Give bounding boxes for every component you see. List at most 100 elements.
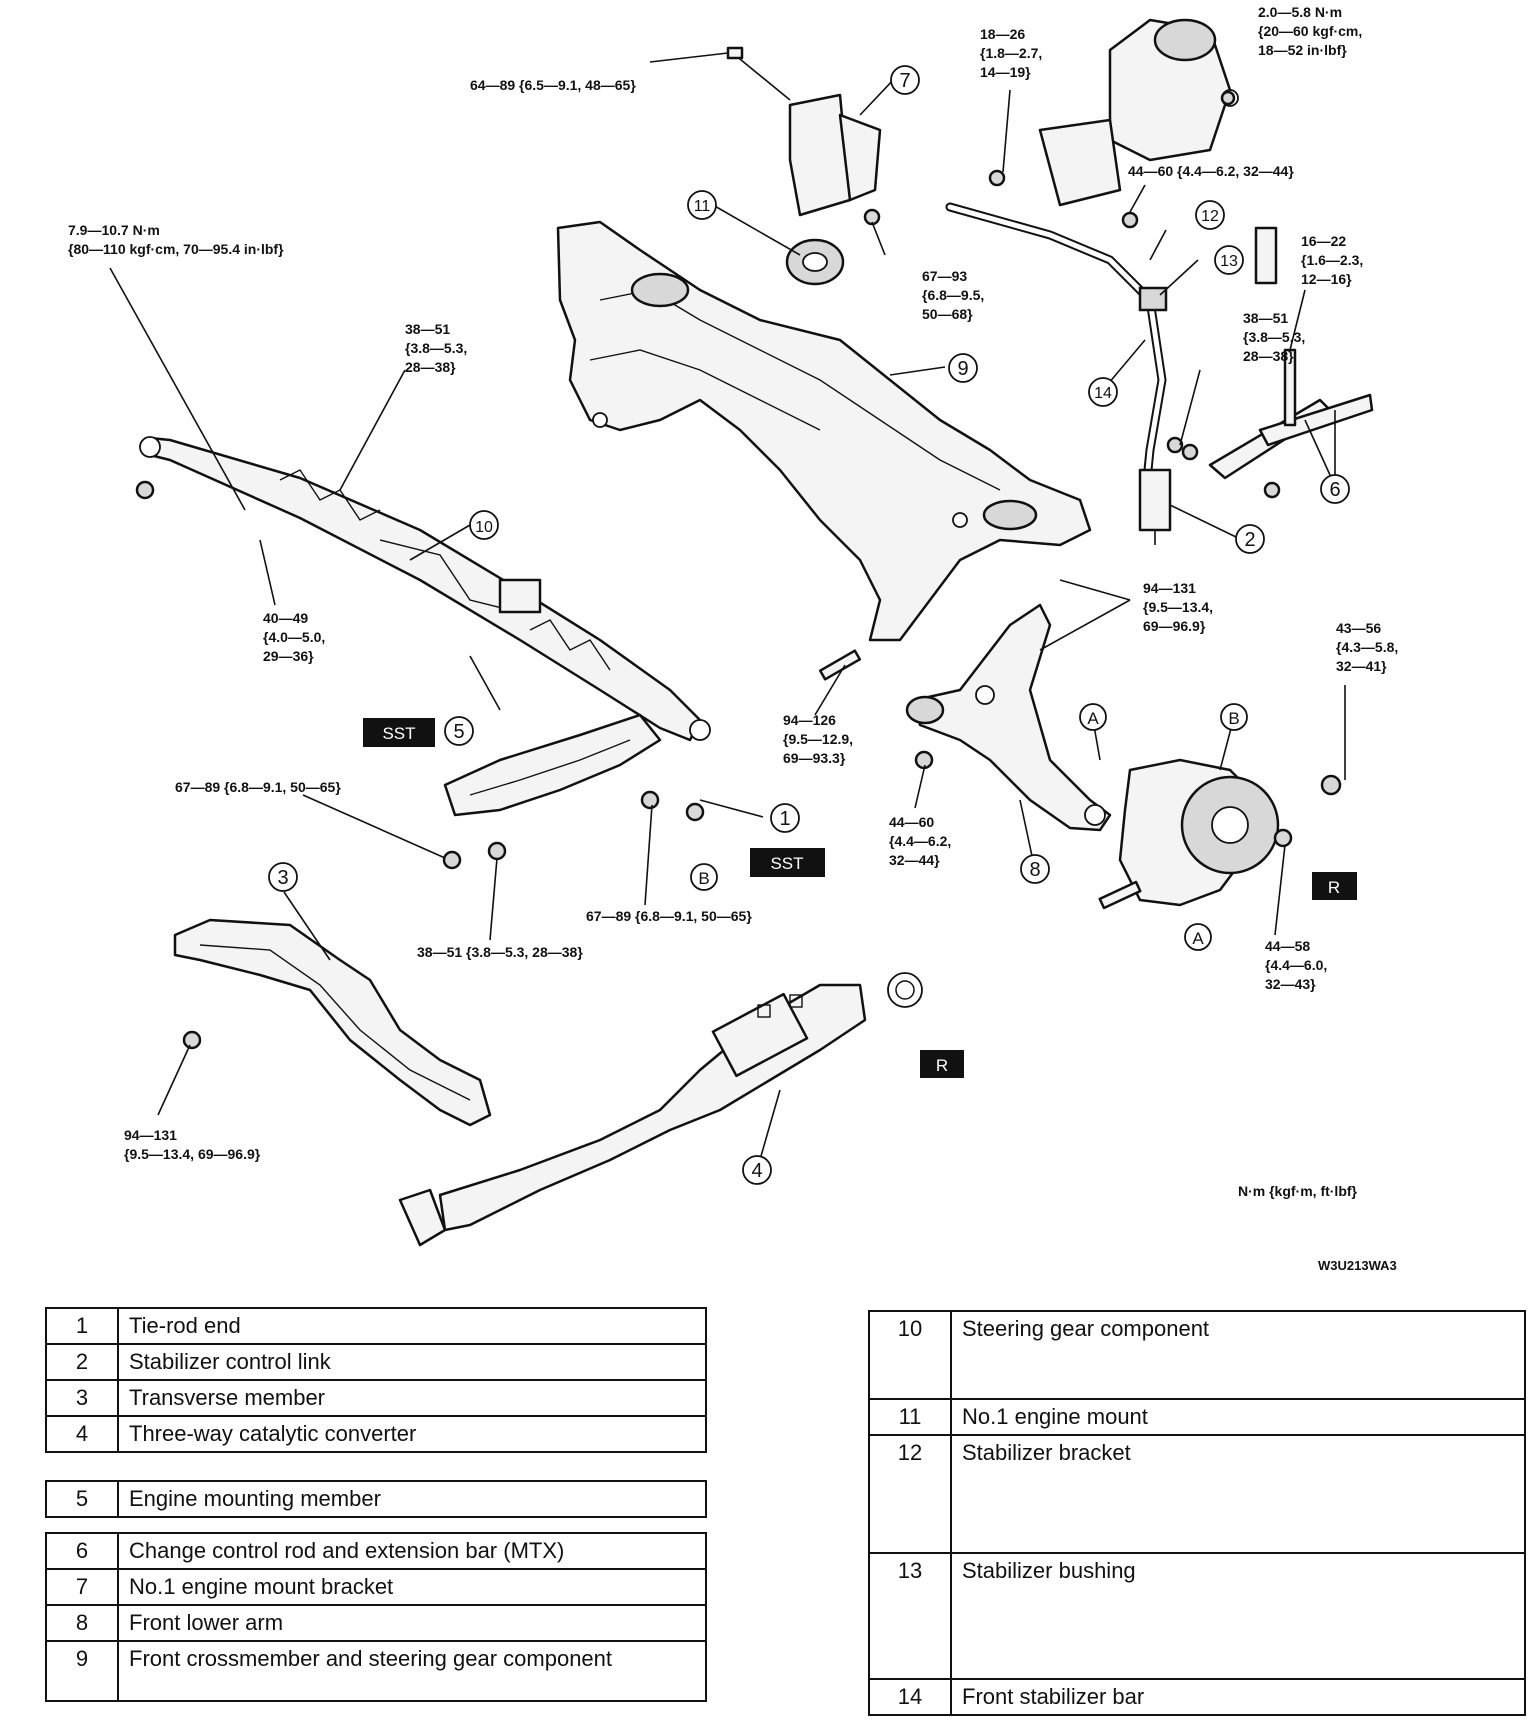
sst-tag-right: SST (750, 848, 825, 877)
knuckle-hub-drawing (1118, 758, 1280, 907)
torque-t19: 94—131{9.5—13.4, 69—96.9} (124, 1127, 261, 1162)
legend-num: 13 (868, 1552, 952, 1680)
knuckle-upper-drawing (1038, 18, 1239, 207)
torque-labels: 2.0—5.8 N·m{20—60 kgf·cm,18—52 in·lbf} 1… (68, 4, 1398, 1162)
callout-6: 6 (1320, 474, 1350, 504)
legend-name: No.1 engine mount bracket (117, 1568, 707, 1606)
svg-text:SST: SST (382, 724, 415, 743)
legend-num: 5 (45, 1480, 119, 1518)
torque-t07: 16—22{1.6—2.3,12—16} (1301, 233, 1363, 287)
torque-t02: 18—26{1.8—2.7,14—19} (980, 26, 1042, 80)
svg-text:4: 4 (751, 1160, 762, 1182)
svg-text:11: 11 (694, 198, 711, 215)
svg-text:B: B (698, 869, 709, 888)
legend-num: 12 (868, 1434, 952, 1554)
svg-text:13: 13 (1220, 253, 1238, 270)
torque-t05: 7.9—10.7 N·m{80—110 kgf·cm, 70—95.4 in·l… (68, 222, 284, 257)
torque-t06: 67—93{6.8—9.5,50—68} (922, 268, 984, 322)
svg-text:9: 9 (957, 358, 968, 380)
torque-t17: 38—51 {3.8—5.3, 28—38} (417, 944, 583, 960)
svg-text:14: 14 (1094, 385, 1112, 402)
svg-text:6: 6 (1329, 479, 1340, 501)
callout-4: 4 (742, 1155, 772, 1185)
torque-t11: 94—131{9.5—13.4,69—96.9} (1143, 580, 1213, 634)
torque-t08: 38—51{3.8—5.3,28—38} (405, 321, 467, 375)
svg-text:2: 2 (1244, 529, 1255, 551)
catalytic-converter-drawing (398, 972, 923, 1247)
r-tag-converter: R (920, 1050, 964, 1078)
svg-text:10: 10 (475, 519, 493, 536)
legend-name: Tie-rod end (117, 1307, 707, 1345)
callout-10: 10 (469, 510, 499, 540)
torque-t10: 40—49{4.0—5.0,29—36} (263, 610, 325, 664)
legend-name: Change control rod and extension bar (MT… (117, 1532, 707, 1570)
legend-name: Stabilizer control link (117, 1343, 707, 1381)
legend-num: 4 (45, 1415, 119, 1453)
legend-num: 6 (45, 1532, 119, 1570)
torque-t01: 2.0—5.8 N·m{20—60 kgf·cm,18—52 in·lbf} (1258, 4, 1362, 58)
callout-a-upper: A (1079, 703, 1107, 731)
legend-num: 3 (45, 1379, 119, 1417)
callout-b-upper: B (1220, 703, 1248, 731)
stabilizer-bar-drawing (945, 202, 1278, 475)
torque-t03: 64—89 {6.5—9.1, 48—65} (470, 77, 636, 93)
transverse-member-drawing (173, 918, 492, 1127)
callout-a-lower: A (1184, 923, 1212, 951)
legend-name: Transverse member (117, 1379, 707, 1417)
legend-name: Front crossmember and steering gear comp… (117, 1640, 707, 1702)
svg-text:SST: SST (770, 854, 803, 873)
legend-num: 7 (45, 1568, 119, 1606)
legend-name: Stabilizer bracket (950, 1434, 1526, 1554)
callout-11: 11 (687, 190, 717, 220)
svg-text:R: R (936, 1056, 948, 1075)
torque-t18: 44—58{4.4—6.0,32—43} (1265, 938, 1327, 992)
callout-3: 3 (268, 862, 298, 892)
svg-text:7: 7 (899, 70, 910, 92)
callout-5: 5 (444, 716, 474, 746)
torque-t04: 44—60 {4.4—6.2, 32—44} (1128, 163, 1294, 179)
exploded-view-diagram: 2.0—5.8 N·m{20—60 kgf·cm,18—52 in·lbf} 1… (68, 4, 1398, 1273)
change-control-rod-drawing (1208, 348, 1374, 480)
legend-num: 8 (45, 1604, 119, 1642)
legend-name: No.1 engine mount (950, 1398, 1526, 1436)
figure-code: W3U213WA3 (1318, 1258, 1397, 1273)
callout-1: 1 (770, 803, 800, 833)
units-note: N·m {kgf·m, ft·lbf} (1238, 1183, 1358, 1199)
callout-14: 14 (1088, 377, 1118, 407)
svg-text:R: R (1328, 878, 1340, 897)
svg-text:8: 8 (1029, 859, 1040, 881)
legend-num: 2 (45, 1343, 119, 1381)
legend-num: 10 (868, 1310, 952, 1400)
callout-9: 9 (948, 353, 978, 383)
stabilizer-link-drawing (1138, 468, 1172, 545)
torque-t13: 94—126{9.5—12.9,69—93.3} (783, 712, 853, 766)
legend-name: Front lower arm (117, 1604, 707, 1642)
steering-gear-drawing (139, 436, 711, 742)
svg-text:3: 3 (277, 867, 288, 889)
engine-mounting-member-drawing (443, 713, 662, 817)
legend-num: 11 (868, 1398, 952, 1436)
legend-num: 1 (45, 1307, 119, 1345)
svg-text:B: B (1228, 709, 1239, 728)
sst-tag-left: SST (363, 718, 435, 747)
callout-2: 2 (1235, 524, 1265, 554)
callout-7: 7 (890, 65, 920, 95)
legend-name: Steering gear component (950, 1310, 1526, 1400)
svg-text:5: 5 (453, 721, 464, 743)
svg-text:A: A (1087, 709, 1099, 728)
torque-t09: 38—51{3.8—5.3,28—38} (1243, 310, 1305, 364)
svg-text:A: A (1192, 929, 1204, 948)
torque-t12: 43—56{4.3—5.8,32—41} (1336, 620, 1398, 674)
